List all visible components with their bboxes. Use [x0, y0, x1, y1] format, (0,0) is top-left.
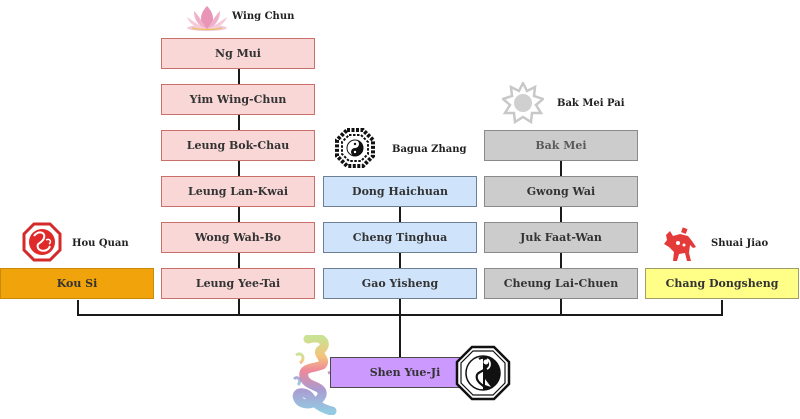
node-ng-mui[interactable]: Ng Mui: [161, 38, 315, 69]
node-gwong-wai[interactable]: Gwong Wai: [484, 176, 638, 207]
connector-houquan-drop: [77, 300, 79, 315]
school-label-hou-quan: Hou Quan: [72, 238, 129, 249]
node-bak-mei[interactable]: Bak Mei: [484, 130, 638, 161]
node-kou-si[interactable]: Kou Si: [0, 268, 154, 299]
node-leung-yee-tai[interactable]: Leung Yee-Tai: [161, 268, 315, 299]
node-gao-yisheng[interactable]: Gao Yisheng: [323, 268, 477, 299]
monkey-seal-icon: [22, 222, 62, 266]
node-leung-lan-kwai[interactable]: Leung Lan-Kwai: [161, 176, 315, 207]
bagua-yin-yang-icon: [335, 128, 375, 172]
node-cheng-tinghua[interactable]: Cheng Tinghua: [323, 222, 477, 253]
white-eyebrow-sun-icon: [500, 80, 546, 128]
node-shen-yue-ji[interactable]: Shen Yue-Ji: [330, 357, 480, 388]
school-label-bak-mei-pai: Bak Mei Pai: [557, 98, 625, 109]
node-leung-bok-chau[interactable]: Leung Bok-Chau: [161, 130, 315, 161]
connector-shuaijiao-drop: [721, 300, 723, 315]
node-yim-wing-chun[interactable]: Yim Wing-Chun: [161, 84, 315, 115]
node-dong-haichuan[interactable]: Dong Haichuan: [323, 176, 477, 207]
monkey-octagon-icon: [455, 345, 511, 405]
school-label-bagua-zhang: Bagua Zhang: [392, 144, 467, 155]
node-juk-faat-wan[interactable]: Juk Faat-Wan: [484, 222, 638, 253]
node-wong-wah-bo[interactable]: Wong Wah-Bo: [161, 222, 315, 253]
ox-papercut-icon: [660, 225, 700, 269]
lotus-icon: [184, 4, 230, 36]
school-label-wing-chun: Wing Chun: [232, 11, 295, 22]
node-chang-dongsheng[interactable]: Chang Dongsheng: [645, 268, 799, 299]
school-label-shuai-jiao: Shuai Jiao: [711, 238, 769, 249]
connector-horizontal-bus: [77, 314, 723, 316]
node-cheung-lai-chuen[interactable]: Cheung Lai-Chuen: [484, 268, 638, 299]
